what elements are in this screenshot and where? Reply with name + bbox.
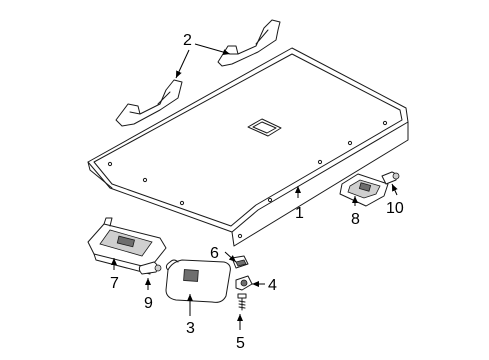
callout-10: 10 bbox=[386, 200, 404, 217]
callout-3: 3 bbox=[186, 320, 195, 337]
callout-9: 9 bbox=[144, 295, 153, 312]
callout-4: 4 bbox=[268, 277, 277, 294]
callout-1: 1 bbox=[295, 205, 304, 222]
grab-handle-right bbox=[217, 19, 281, 67]
callout-5: 5 bbox=[236, 335, 245, 352]
grab-handle-left bbox=[115, 79, 183, 127]
bulb-10-part bbox=[381, 171, 400, 185]
headliner-part bbox=[87, 47, 409, 247]
reading-lamp-part bbox=[339, 173, 389, 207]
callout-2: 2 bbox=[183, 32, 192, 49]
callout-7: 7 bbox=[110, 275, 119, 292]
sun-visor-part bbox=[165, 259, 231, 303]
bracket-part bbox=[235, 275, 253, 291]
bulb-part bbox=[138, 261, 162, 275]
leader-lines bbox=[111, 43, 398, 330]
callout-6: 6 bbox=[210, 245, 219, 262]
screw-part bbox=[237, 293, 247, 311]
clip-part bbox=[231, 255, 249, 269]
callout-8: 8 bbox=[351, 211, 360, 228]
